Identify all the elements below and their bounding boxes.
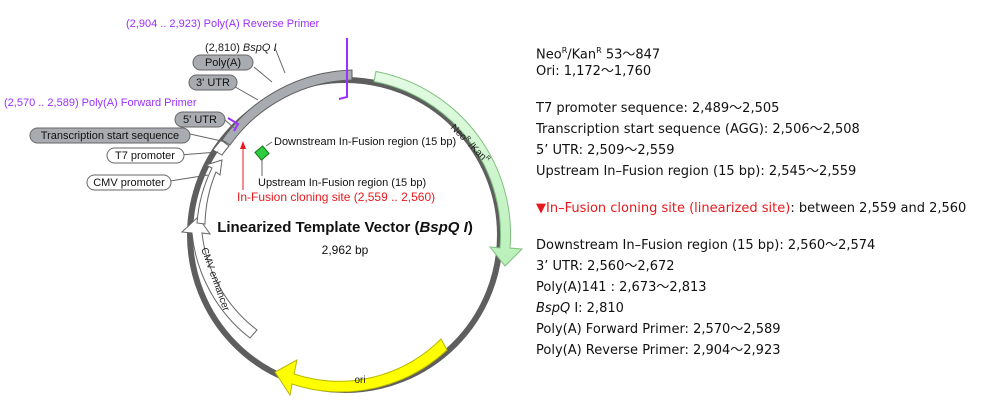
polya141-line: Poly(A)141 : 2,673～2,813 xyxy=(536,280,707,295)
rev-primer-line: Poly(A) Reverse Primer: 2,904～2,923 xyxy=(536,343,781,358)
tss-tag-label: Transcription start sequence xyxy=(41,130,179,142)
utr3-tag-label: 3' UTR xyxy=(196,77,230,89)
tss-tag xyxy=(29,127,191,144)
polya-tag xyxy=(192,54,254,71)
tss-line: Transcription start sequence (AGG): 2,50… xyxy=(536,122,860,137)
downstream-line: Downstream In–Fusion region (15 bp): 2,5… xyxy=(536,238,876,253)
fwd-primer-line: Poly(A) Forward Primer: 2,570～2,589 xyxy=(536,322,781,337)
neo-kan-feature xyxy=(373,70,524,267)
neo-kan-line: NeoR/KanR 53～847 xyxy=(536,46,661,63)
cmv-promoter-feature xyxy=(196,159,223,225)
utr3-line: 3’ UTR: 2,560～2,672 xyxy=(536,259,675,274)
utr5-tag-label: 5' UTR xyxy=(183,114,217,126)
t7-line: T7 promoter sequence: 2,489～2,505 xyxy=(536,101,780,116)
cloning-site-line: ▼In–Fusion cloning site (linearized site… xyxy=(536,201,967,216)
cloning-site-label: In-Fusion cloning site (2,559 .. 2,560) xyxy=(237,190,435,204)
utr-polya-band xyxy=(221,69,353,146)
utr5-line: 5’ UTR: 2,509～2,559 xyxy=(536,143,675,158)
bspq-line: BspQ I: 2,810 xyxy=(536,301,624,316)
t7-tss-segment xyxy=(212,139,230,156)
rev-primer-label: (2,904 .. 2,923) Poly(A) Reverse Primer xyxy=(126,18,320,30)
downstream-pointer xyxy=(265,141,273,147)
cmv-promoter-tag-label: CMV promoter xyxy=(93,177,165,189)
upstream-label: Upstream In-Fusion region (15 bp) xyxy=(258,177,426,189)
rev-primer-mark xyxy=(338,38,348,100)
fwd-primer-label: (2,570 .. 2,589) Poly(A) Forward Primer xyxy=(4,97,197,109)
t7-tag xyxy=(106,147,185,164)
t7-tag-label: T7 promoter xyxy=(115,150,175,162)
polya-tag-label: Poly(A) xyxy=(205,57,241,69)
ori-feature xyxy=(274,338,448,397)
utr3-tag xyxy=(188,74,238,91)
fwd-primer-mark xyxy=(227,117,240,132)
cmv-promoter-tag xyxy=(86,174,172,191)
cloning-site-arrowhead xyxy=(240,141,246,149)
map-size: 2,962 bp xyxy=(322,243,369,257)
map-title: Linearized Template Vector (BspQ I) xyxy=(217,219,473,236)
downstream-label: Downstream In-Fusion region (15 bp) xyxy=(274,136,456,148)
plasmid-map: NeoR /KanR ori CMV enhancer (2,904 .. 2,… xyxy=(4,18,524,397)
ori-label: ori xyxy=(354,375,365,386)
infusion-green-box xyxy=(254,145,270,161)
bspq-label: (2,810) BspQ I xyxy=(205,42,277,54)
upstream-line: Upstream In–Fusion region (15 bp): 2,545… xyxy=(536,164,857,179)
feature-coordinates-panel: NeoR/KanR 53～847 Ori: 1,172～1,760 T7 pro… xyxy=(536,40,996,361)
ori-line: Ori: 1,172～1,760 xyxy=(536,64,652,79)
cloning-marker-icon: ▼ xyxy=(536,201,546,216)
utr5-tag xyxy=(174,111,226,128)
